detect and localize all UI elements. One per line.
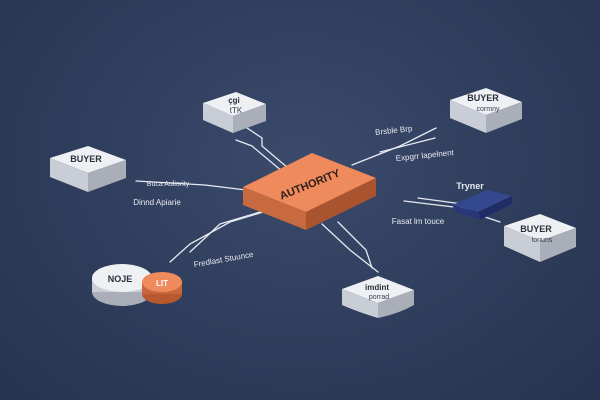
node-top-right[interactable]: BUYER cormny [450,88,522,133]
node-left[interactable]: BUYER [50,146,126,192]
node-right-navy-label: Tryner [456,181,484,191]
node-bottom-left-line1: NOJE [108,274,133,284]
connector-left [204,184,247,191]
label-left-lower: Dinnd Apiarie [133,198,181,207]
connector-upper-right [351,127,437,166]
label-upper-right-2: Expgrr lapelnent [395,148,455,163]
node-bottom-left-line2: LIT [156,279,168,288]
node-left-line1: BUYER [70,154,102,164]
node-top-line1: çgi [228,96,240,105]
connector-bottom-left [169,209,271,263]
connectors [135,125,501,273]
node-right-bottom-line1: BUYER [520,224,552,234]
connector-left-b [135,180,206,186]
node-right-navy[interactable]: Tryner [452,181,512,220]
connector-upper-right-b [379,137,436,153]
node-bottom-line1: imdint [365,283,389,292]
label-upper-right-1: Brsble Brp [375,124,414,137]
label-right-mid: Fasat lm touce [392,217,445,226]
node-bottom[interactable]: imdint porrad [342,276,414,318]
node-right-bottom-line2: lonuns [532,237,553,244]
connector-bottom [321,223,379,273]
node-right-bottom[interactable]: BUYER lonuns [504,214,576,262]
node-top-right-line2: cormny [477,106,500,113]
connector-bottom-b [337,221,373,269]
node-bottom-line2: porrad [369,294,389,301]
connector-bottom-left-b [189,211,261,253]
connector-top-b [235,139,284,173]
connector-top [243,125,289,169]
node-top-right-line1: BUYER [467,93,499,103]
label-bottom-left: Fredlast Stuunce [193,250,255,269]
node-bottom-left[interactable]: NOJE LIT [92,264,182,306]
node-top-line2: tTK [230,106,243,115]
node-top[interactable]: çgi tTK [203,92,266,133]
node-authority[interactable]: AUTHORITY [243,153,376,230]
label-left-upper: Buca Auliority [147,181,190,188]
